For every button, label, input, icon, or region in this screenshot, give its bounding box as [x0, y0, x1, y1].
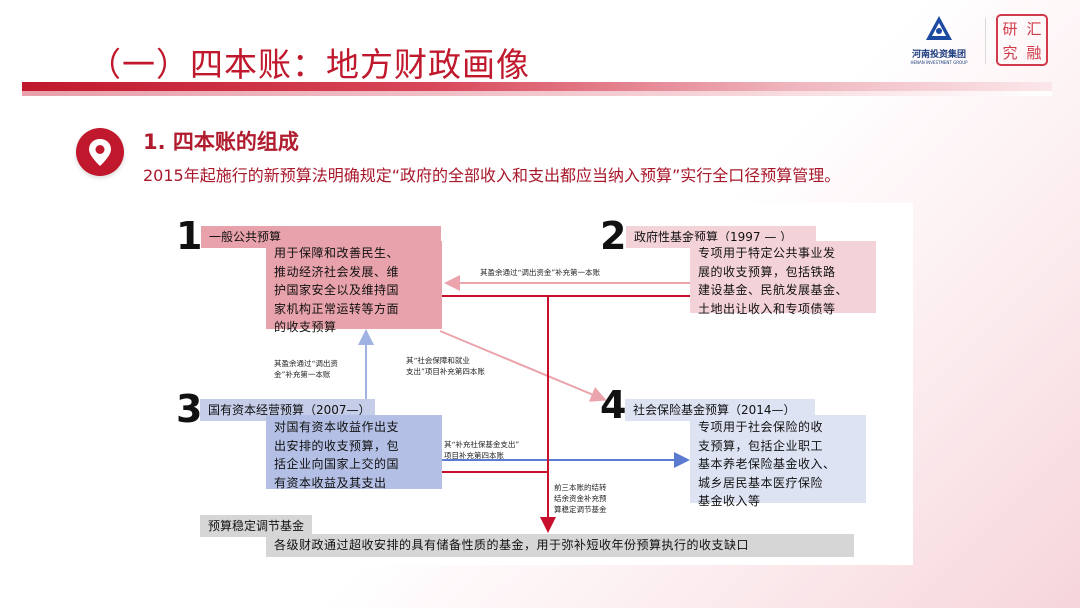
seal-char: 研: [1002, 19, 1018, 38]
company-logo-icon: [926, 16, 952, 40]
research-seal-logo: 研 汇 究 融: [996, 14, 1048, 66]
logo-divider: [985, 18, 986, 64]
budget4-number: 4: [600, 383, 627, 427]
note-soe-to-social: 其“补充社保基金支出” 项目补充第四本账: [444, 439, 519, 461]
budget3-number: 3: [176, 387, 203, 431]
note-fund-to-general: 其盈余通过“调出资金”补充第一本账: [480, 268, 601, 277]
budget3-line: 括企业向国家上交的国: [274, 457, 400, 471]
section-title: 1. 四本账的组成: [143, 130, 299, 154]
stabilization-fund-label: 预算稳定调节基金: [200, 515, 313, 537]
arrow-general-to-social: [439, 330, 607, 402]
budget1-line: 的收支预算: [274, 320, 337, 334]
budget4-line: 城乡居民基本医疗保险: [698, 475, 824, 490]
section-description: 2015年起施行的新预算法明确规定“政府的全部收入和支出都应当纳入预算”实行全口…: [143, 166, 841, 185]
budget2-line: 展的收支预算，包括铁路: [698, 264, 836, 279]
note-line: 前三本账的结转: [554, 483, 607, 492]
title-underline-bar: [22, 82, 1052, 96]
budget1-line: 家机构正常运转等方面: [274, 301, 400, 316]
budget4-line: 基金收入等: [698, 494, 761, 508]
page-title: （一）四本账：地方财政画像: [88, 45, 530, 84]
budget1-line: 推动经济社会发展、维: [274, 264, 400, 279]
diagram-connectors: [358, 275, 690, 533]
budget1-line: 用于保障和改善民生、: [274, 246, 400, 260]
budget1-number: 1: [176, 214, 203, 258]
budget2-description: 专项用于特定公共事业发 展的收支预算，包括铁路 建设基金、民航发展基金、 土地出…: [690, 241, 876, 316]
budget3-description: 对国有资本收益作出支 出安排的收支预算，包 括企业向国家上交的国 有资本收益及其…: [266, 415, 442, 490]
budget4-line: 支预算，包括企业职工: [698, 438, 824, 453]
note-line: 金”补充第一本账: [274, 370, 331, 379]
note-line: 项目补充第四本账: [444, 451, 504, 460]
seal-char: 汇: [1026, 19, 1042, 38]
location-pin-icon: [89, 139, 111, 166]
note-soe-to-general: 其盈余通过“调出资 金”补充第一本账: [274, 358, 338, 380]
logo-company-name: 河南投资集团: [911, 50, 966, 60]
logo-company-subtitle: HENAN INVESTMENT GROUP: [910, 60, 968, 65]
budget1-description: 用于保障和改善民生、 推动经济社会发展、维 护国家安全以及维持国 家机构正常运转…: [266, 241, 442, 334]
budget2-line: 专项用于特定公共事业发: [698, 246, 836, 260]
seal-char: 融: [1026, 43, 1042, 62]
four-accounts-diagram: 1 一般公共预算 用于保障和改善民生、 推动经济社会发展、维 护国家安全以及维持…: [148, 203, 913, 565]
note-to-stabilization: 前三本账的结转 结余资金补充预 算稳定调节基金: [554, 482, 607, 515]
note-line: 算稳定调节基金: [554, 505, 607, 514]
budget1-line: 护国家安全以及维持国: [274, 283, 400, 297]
budget2-number: 2: [600, 214, 627, 258]
budget4-description: 专项用于社会保险的收 支预算，包括企业职工 基本养老保险基金收入、 城乡居民基本…: [690, 415, 866, 508]
henan-investment-logo: 河南投资集团 HENAN INVESTMENT GROUP: [904, 14, 974, 70]
budget3-line: 有资本收益及其支出: [274, 475, 387, 490]
budget3-line: 出安排的收支预算，包: [274, 438, 400, 453]
budget4-line: 基本养老保险基金收入、: [698, 457, 836, 471]
note-line: 其“社会保障和就业: [406, 356, 470, 365]
budget4-line: 专项用于社会保险的收: [698, 420, 824, 434]
note-line: 结余资金补充预: [554, 494, 607, 503]
seal-char: 究: [1002, 43, 1018, 62]
location-pin-badge: [76, 128, 124, 176]
stabilization-fund-description: 各级财政通过超收安排的具有储备性质的基金，用于弥补短收年份预算执行的收支缺口: [266, 534, 854, 557]
note-line: 其盈余通过“调出资: [274, 359, 338, 368]
note-general-to-social: 其“社会保障和就业 支出”项目补充第四本账: [406, 355, 485, 377]
note-line: 支出”项目补充第四本账: [406, 367, 485, 376]
budget2-line: 建设基金、民航发展基金、: [698, 283, 849, 297]
note-line: 其“补充社保基金支出”: [444, 440, 520, 449]
budget3-line: 对国有资本收益作出支: [274, 420, 400, 434]
budget2-line: 土地出让收入和专项债等: [698, 301, 836, 316]
